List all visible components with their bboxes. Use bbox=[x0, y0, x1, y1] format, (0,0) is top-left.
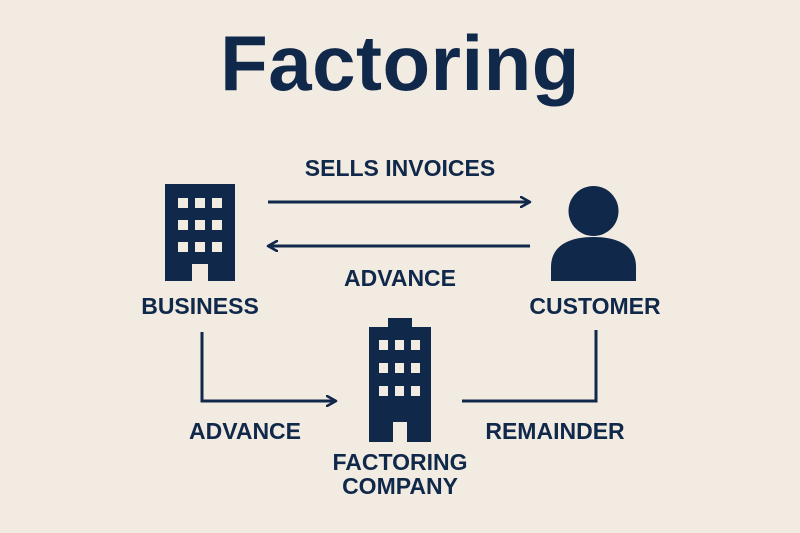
business-building-icon bbox=[165, 184, 235, 281]
advance-bottom-arrow bbox=[200, 332, 336, 401]
node-label-factoring-company: FACTORING COMPANY bbox=[320, 450, 480, 498]
customer-person-icon bbox=[551, 186, 636, 281]
edge-label-advance-bottom: ADVANCE bbox=[188, 418, 302, 444]
node-label-business: BUSINESS bbox=[141, 293, 259, 319]
diagram-title: Factoring bbox=[220, 19, 580, 107]
remainder-connector bbox=[462, 330, 598, 403]
node-label-factoring-company-line1: FACTORING bbox=[332, 449, 468, 475]
edge-label-sells-invoices: SELLS INVOICES bbox=[304, 155, 496, 181]
edge-label-advance-top: ADVANCE bbox=[343, 265, 457, 291]
edge-label-remainder: REMAINDER bbox=[485, 418, 625, 444]
factoring-company-building-icon bbox=[369, 318, 431, 442]
node-label-customer: CUSTOMER bbox=[529, 293, 661, 319]
node-label-factoring-company-line2: COMPANY bbox=[342, 473, 458, 500]
